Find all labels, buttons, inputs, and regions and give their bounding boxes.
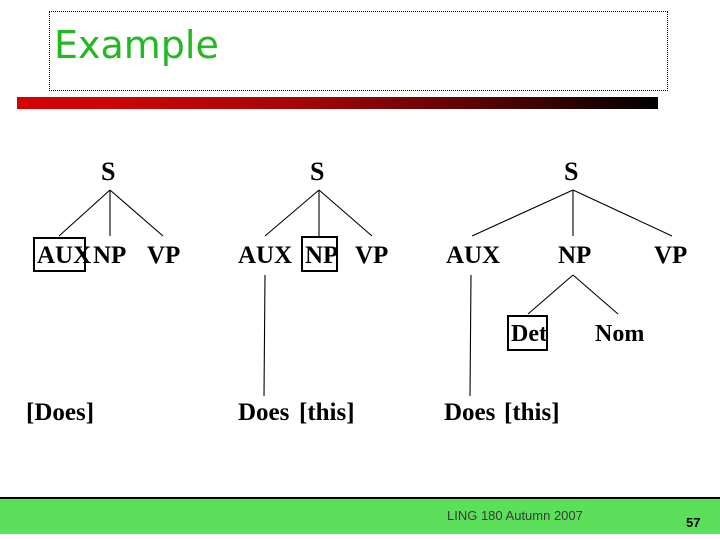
t3-node-vp: VP (654, 242, 688, 269)
t1-edge-s-vp (109, 189, 164, 237)
t1-node-np: NP (93, 242, 127, 269)
t3-edge-np-nom (572, 274, 619, 315)
t1-aux-highlight-box (33, 237, 86, 272)
t3-node-det: Det (511, 321, 547, 347)
t1-leaf-does: [Does] (26, 399, 95, 426)
t2-edge-s-aux (264, 189, 320, 237)
t3-edge-s-vp (572, 189, 673, 237)
t3-edge-np-det (527, 274, 574, 315)
t2-leaf-does: Does (238, 399, 290, 426)
footer-course-text: LING 180 Autumn 2007 (447, 508, 583, 523)
t2-node-s: S (310, 157, 325, 186)
title-underline-rule (17, 97, 658, 109)
t2-edge-aux-does (263, 274, 266, 397)
title-placeholder-box[interactable] (49, 11, 668, 91)
t3-leaf-does: Does (444, 399, 496, 426)
t3-node-aux: AUX (446, 242, 501, 269)
t3-edge-s-aux (471, 189, 574, 237)
t1-node-vp: VP (147, 242, 181, 269)
footer-band (0, 497, 720, 534)
t2-node-vp: VP (355, 242, 389, 269)
t1-node-aux: AUX (37, 242, 92, 269)
t3-det-highlight-box (507, 315, 548, 351)
t2-leaf-this: [this] (299, 399, 355, 426)
t1-node-s: S (101, 157, 116, 186)
page-number: 57 (686, 515, 701, 530)
t2-node-np: NP (305, 242, 339, 269)
syntax-trees-group: S AUX NP VP [Does] S AUX NP VP Does [thi… (26, 157, 688, 426)
t3-node-nom: Nom (595, 321, 645, 347)
tree-branch-lines (58, 189, 673, 397)
t1-edge-s-aux (58, 189, 111, 237)
t3-node-np: NP (558, 242, 592, 269)
t3-node-s: S (564, 157, 579, 186)
t2-np-highlight-box (301, 236, 338, 272)
page-title: Example (54, 23, 219, 67)
t2-edge-s-vp (318, 189, 373, 237)
t3-leaf-this: [this] (504, 399, 560, 426)
t2-node-aux: AUX (238, 242, 293, 269)
t3-edge-aux-does (469, 274, 472, 397)
